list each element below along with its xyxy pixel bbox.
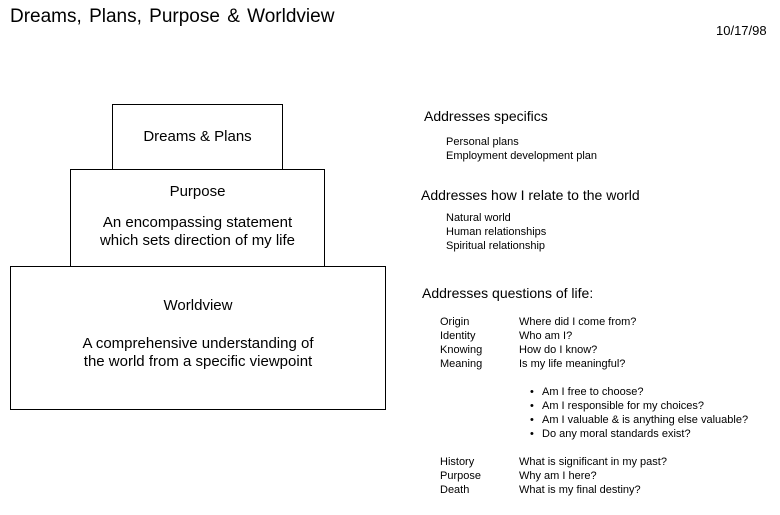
question-term: History	[440, 456, 475, 468]
list-item: Natural world	[446, 212, 511, 224]
questions-table-2: History What is significant in my past? …	[440, 455, 667, 497]
bullet-text: Am I valuable & is anything else valuabl…	[542, 414, 749, 426]
list-item: Personal plans	[446, 136, 519, 148]
question-text: Why am I here?	[519, 470, 597, 482]
worldview-description: A comprehensive understanding of the wor…	[11, 335, 385, 371]
question-term: Origin	[440, 316, 470, 328]
bullet-text: Do any moral standards exist?	[542, 428, 691, 440]
question-term: Purpose	[440, 470, 481, 482]
worldview-description-line: A comprehensive understanding of	[82, 335, 314, 352]
question-text: Who am I?	[519, 330, 573, 342]
worldview-label: Worldview	[163, 297, 233, 314]
question-text: What is my final destiny?	[519, 484, 641, 496]
question-term: Knowing	[440, 344, 483, 356]
bullet-text: Am I free to choose?	[542, 386, 644, 398]
bullet-text: Am I responsible for my choices?	[542, 400, 705, 412]
worldview-description-line: the world from a specific viewpoint	[83, 353, 313, 370]
purpose-box: Purpose An encompassing statement which …	[70, 169, 325, 267]
bullet-icon: •	[530, 386, 534, 398]
question-term: Identity	[440, 330, 476, 342]
dreams-plans-box: Dreams & Plans	[112, 104, 283, 170]
list-item: Spiritual relationship	[446, 240, 546, 252]
question-text: What is significant in my past?	[519, 456, 667, 468]
dreams-plans-label: Dreams & Plans	[143, 128, 252, 145]
meaning-bullets: • Am I free to choose? • Am I responsible …	[530, 385, 748, 441]
questions-heading: Addresses questions of life:	[422, 285, 594, 301]
date-label: 10/17/98	[716, 23, 767, 38]
bullet-item: • Am I free to choose?	[530, 385, 748, 399]
questions-table: Origin Where did I come from? Identity W…	[440, 315, 636, 371]
purpose-label: Purpose	[169, 183, 226, 200]
bullet-icon: •	[530, 400, 534, 412]
purpose-description-line: An encompassing statement	[102, 214, 293, 231]
question-term: Death	[440, 484, 470, 496]
bullet-item: • Am I valuable & is anything else valuab…	[530, 413, 748, 427]
list-item: Human relationships	[446, 226, 547, 238]
worldview-box: Worldview A comprehensive understanding …	[10, 266, 386, 410]
specifics-heading: Addresses specifics	[424, 108, 548, 124]
relate-list: Natural world Human relationships Spirit…	[446, 211, 546, 253]
bullet-icon: •	[530, 414, 534, 426]
page-title: Dreams, Plans, Purpose & Worldview	[10, 6, 335, 27]
bullet-icon: •	[530, 428, 534, 440]
question-text: How do I know?	[519, 344, 598, 356]
list-item: Employment development plan	[446, 150, 598, 162]
relate-heading: Addresses how I relate to the world	[421, 187, 640, 203]
question-term: Meaning	[440, 358, 483, 370]
question-text: Where did I come from?	[519, 316, 637, 328]
purpose-description: An encompassing statement which sets dir…	[71, 214, 324, 250]
question-text: Is my life meaningful?	[519, 358, 626, 370]
purpose-description-line: which sets direction of my life	[99, 232, 296, 249]
bullet-item: • Do any moral standards exist?	[530, 427, 748, 441]
bullet-item: • Am I responsible for my choices?	[530, 399, 748, 413]
specifics-list: Personal plans Employment development pl…	[446, 135, 597, 163]
